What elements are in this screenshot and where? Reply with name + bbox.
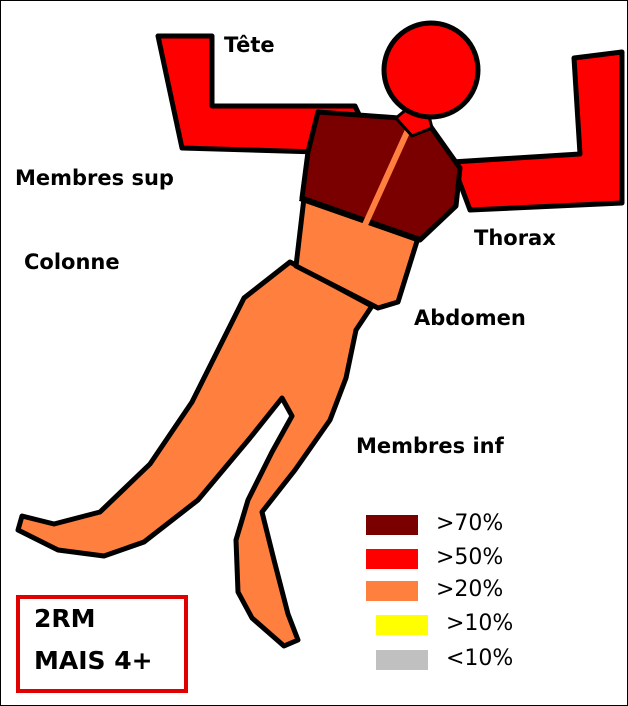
legend-label: >70% (436, 511, 503, 536)
legend-label: >50% (436, 545, 503, 570)
legend-swatch (366, 549, 418, 569)
legend-label: >20% (436, 577, 503, 602)
badge-line-1: 2RM (34, 604, 96, 633)
legend-label: >10% (446, 611, 513, 636)
label-thorax: Thorax (474, 226, 556, 250)
legend-swatch (366, 515, 418, 535)
head-region (384, 23, 478, 117)
legend-swatch (366, 581, 418, 601)
label-colonne: Colonne (24, 250, 120, 274)
label-tete: Tête (224, 33, 275, 57)
label-membres-sup: Membres sup (15, 166, 174, 190)
badge-line-2: MAIS 4+ (34, 646, 153, 675)
legend-swatch (376, 650, 428, 670)
label-membres-inf: Membres inf (356, 434, 504, 458)
label-abdomen: Abdomen (414, 306, 526, 330)
legend-label: <10% (446, 646, 513, 671)
legs-region (18, 262, 372, 646)
legend-swatch (376, 615, 428, 635)
